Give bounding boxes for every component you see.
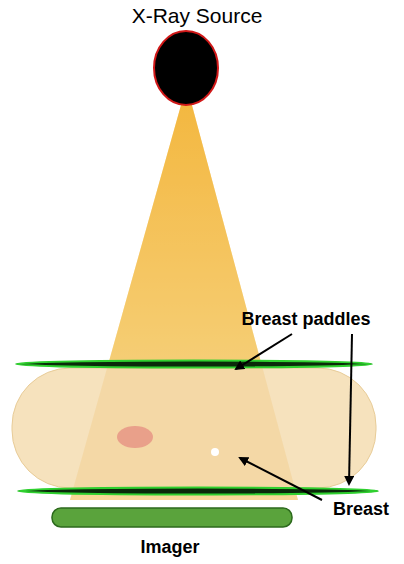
xray-source [154, 31, 218, 105]
label-text: Breast [333, 500, 389, 520]
xray-beam [70, 98, 298, 500]
label-text: Breast paddles [241, 310, 370, 330]
label-text: Imager [140, 538, 199, 558]
leader-arrow [240, 458, 322, 500]
calcification [211, 448, 219, 456]
leader-arrow [236, 334, 292, 369]
top-paddle [16, 361, 372, 368]
label-text: X-Ray Source [132, 4, 263, 27]
beam-in-breast [70, 98, 298, 500]
lesion [117, 426, 153, 448]
imager-plate [52, 508, 292, 527]
leader-arrow [349, 334, 352, 484]
bottom-paddle [18, 488, 378, 495]
